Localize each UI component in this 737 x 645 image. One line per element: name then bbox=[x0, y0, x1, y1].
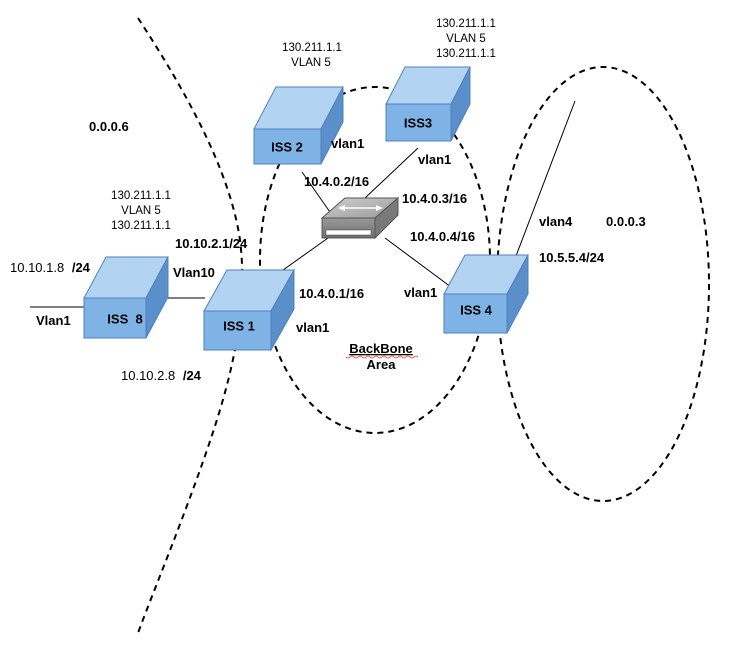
switch-iss3-front bbox=[385, 103, 452, 142]
iss8-vlan-label: Vlan1 bbox=[36, 313, 71, 328]
iss3-link-ip: 10.4.0.3/16 bbox=[402, 191, 467, 206]
iss3-vlan-label: vlan1 bbox=[418, 152, 451, 167]
area-0003-boundary bbox=[496, 66, 710, 502]
iss1-info-line2: VLAN 5 bbox=[121, 205, 161, 217]
switch-iss4[interactable]: ISS 4 bbox=[443, 254, 529, 334]
iss2-vlan-label: vlan1 bbox=[331, 136, 364, 151]
hub-arrow-left-icon bbox=[338, 205, 345, 211]
switch-iss1[interactable]: ISS 1 bbox=[203, 268, 295, 352]
iss4-vlan4-label: vlan4 bbox=[539, 214, 573, 229]
switch-iss2-front bbox=[253, 128, 322, 165]
iss8-ip-a-addr: 10.10.1.8 bbox=[10, 260, 64, 275]
iss1-info-line3: 130.211.1.1 bbox=[111, 220, 171, 232]
switch-iss3[interactable]: ISS3 bbox=[385, 66, 471, 142]
switch-iss8-front bbox=[83, 297, 147, 339]
iss8-ip-b-addr: 10.10.2.8 bbox=[121, 368, 175, 383]
iss1-vlan-label: vlan1 bbox=[296, 320, 329, 335]
iss4-vlan4-ip: 10.5.5.4/24 bbox=[539, 250, 605, 265]
iss8-ip-a: 10.10.1.8 /24 bbox=[10, 260, 91, 275]
link-hub-iss2 bbox=[301, 171, 333, 216]
backbone-hub bbox=[320, 196, 400, 240]
iss4-link-ip: 10.4.0.4/16 bbox=[410, 229, 475, 244]
iss8-ip-a-mask: /24 bbox=[72, 260, 91, 275]
switch-iss8-label: ISS 8 bbox=[107, 311, 142, 326]
backbone-area-label-line1: BackBone bbox=[349, 341, 413, 356]
hub-port-strip bbox=[325, 229, 372, 236]
iss8-ip-b-mask: /24 bbox=[183, 368, 202, 383]
backbone-area-label-line2: Area bbox=[367, 357, 397, 372]
link-hub-iss3 bbox=[364, 147, 419, 199]
iss1-vlan10-ip: 10.10.2.1/24 bbox=[175, 236, 248, 251]
switch-iss8[interactable]: ISS 8 bbox=[83, 256, 169, 339]
area-id-right: 0.0.0.3 bbox=[606, 214, 646, 229]
iss2-link-ip: 10.4.0.2/16 bbox=[304, 174, 369, 189]
switch-iss2[interactable]: ISS 2 bbox=[253, 86, 344, 165]
iss3-info-line3: 130.211.1.1 bbox=[436, 48, 496, 60]
iss2-info-line1: 130.211.1.1 bbox=[282, 42, 342, 54]
switch-iss3-label: ISS3 bbox=[404, 115, 432, 130]
iss3-info-line2: VLAN 5 bbox=[446, 33, 486, 45]
switch-iss1-label: ISS 1 bbox=[223, 318, 255, 333]
iss1-link-ip: 10.4.0.1/16 bbox=[299, 286, 364, 301]
hub-arrow-right-icon bbox=[376, 205, 383, 211]
iss8-ip-b: 10.10.2.8 /24 bbox=[121, 368, 202, 383]
iss3-info-line1: 130.211.1.1 bbox=[436, 18, 496, 30]
iss1-info-line1: 130.211.1.1 bbox=[111, 190, 171, 202]
switch-iss1-front bbox=[203, 310, 272, 351]
switch-iss4-front bbox=[443, 293, 508, 334]
iss1-vlan10-label: Vlan10 bbox=[173, 265, 215, 280]
backbone-spell-underline bbox=[345, 355, 419, 359]
iss4-vlan-label: vlan1 bbox=[404, 285, 437, 300]
switch-iss2-label: ISS 2 bbox=[271, 139, 303, 154]
switch-iss4-label: ISS 4 bbox=[460, 302, 493, 317]
link-iss4-vlan4 bbox=[515, 100, 576, 257]
area-id-left: 0.0.0.6 bbox=[89, 119, 129, 134]
area-boundary-left-curve bbox=[137, 17, 244, 634]
link-hub-iss4 bbox=[384, 237, 456, 291]
iss2-info-line2: VLAN 5 bbox=[291, 57, 331, 69]
